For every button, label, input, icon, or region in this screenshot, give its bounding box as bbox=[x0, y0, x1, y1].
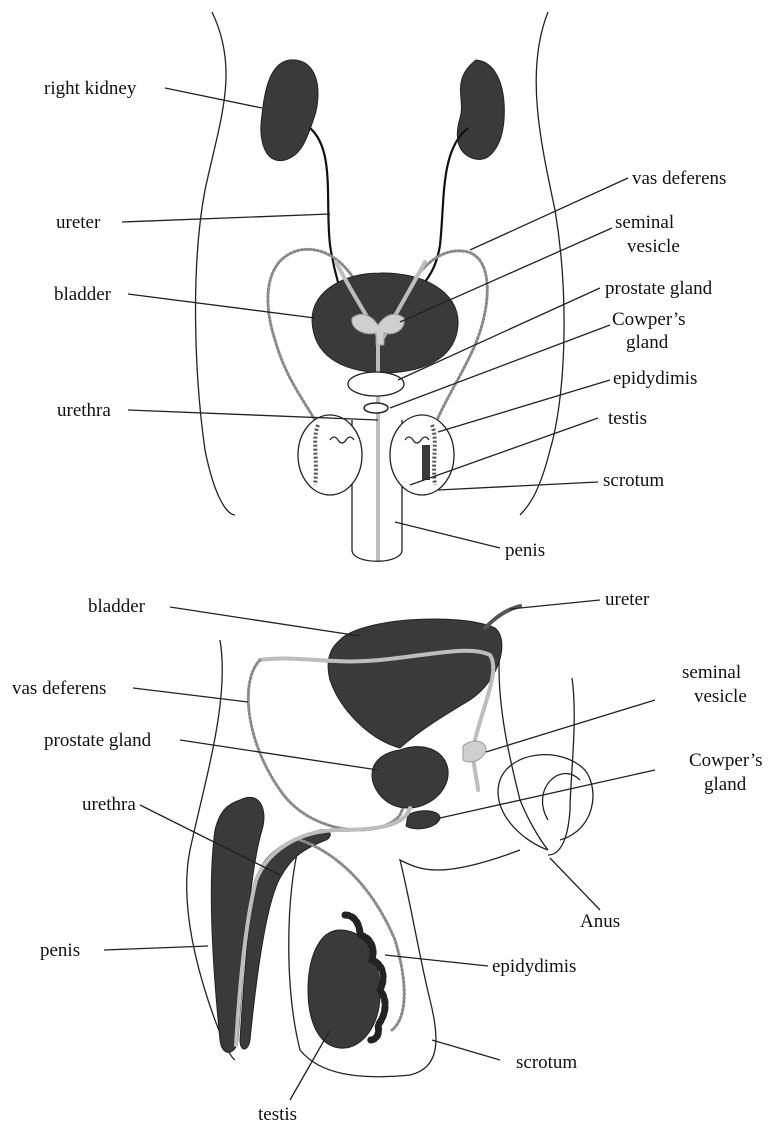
front-body-outline-left bbox=[196, 12, 235, 515]
leader-ureter bbox=[122, 214, 330, 222]
label-seminal-vesicle-1: seminal bbox=[615, 212, 674, 233]
label-side-scrotum: scrotum bbox=[516, 1052, 577, 1073]
label-cowpers-gland-2: gland bbox=[626, 332, 669, 353]
leader-side-vas-deferens bbox=[133, 688, 248, 702]
side-body-outline-back-right bbox=[548, 678, 574, 855]
label-side-cowpers-gland-1: Cowper’s bbox=[689, 750, 763, 771]
leader-side-seminal-vesicle bbox=[486, 700, 655, 752]
leader-right-kidney bbox=[165, 88, 262, 108]
leader-side-bladder bbox=[170, 607, 360, 636]
side-body-outline-back-upper bbox=[499, 645, 548, 850]
leader-side-ureter bbox=[510, 600, 600, 609]
side-cowpers-gland bbox=[406, 811, 440, 829]
label-side-testis: testis bbox=[258, 1104, 297, 1124]
label-side-bladder: bladder bbox=[88, 596, 146, 617]
front-prostate-gland bbox=[348, 372, 404, 396]
front-left-kidney bbox=[457, 60, 504, 159]
side-bladder bbox=[328, 619, 502, 748]
leader-bladder bbox=[128, 294, 315, 318]
front-ureter-left bbox=[425, 128, 468, 282]
side-ureter bbox=[485, 606, 520, 628]
leader-epidydimis bbox=[438, 380, 610, 432]
label-scrotum: scrotum bbox=[603, 470, 664, 491]
leader-scrotum bbox=[438, 482, 598, 490]
label-side-seminal-vesicle-2: vesicle bbox=[694, 686, 747, 707]
label-side-cowpers-gland-2: gland bbox=[704, 774, 747, 795]
label-right-kidney: right kidney bbox=[44, 78, 137, 99]
label-side-ureter: ureter bbox=[605, 589, 650, 610]
side-view: bladder ureter vas deferens seminal vesi… bbox=[12, 589, 763, 1124]
front-body-outline-right bbox=[520, 12, 564, 515]
leader-side-cowpers-gland bbox=[440, 770, 655, 818]
leader-penis bbox=[395, 522, 500, 548]
label-side-urethra: urethra bbox=[82, 794, 136, 815]
front-view: right kidney ureter bladder urethra vas … bbox=[44, 12, 726, 561]
label-bladder: bladder bbox=[54, 284, 112, 305]
side-prostate-gland bbox=[372, 747, 448, 808]
label-penis: penis bbox=[505, 540, 545, 561]
label-ureter: ureter bbox=[56, 212, 101, 233]
leader-side-anus bbox=[550, 858, 600, 910]
leader-seminal-vesicle bbox=[400, 228, 612, 322]
side-anus-arc bbox=[542, 774, 580, 820]
side-seminal-vesicle bbox=[463, 741, 486, 762]
leader-side-testis bbox=[290, 1030, 330, 1100]
label-testis: testis bbox=[608, 408, 647, 429]
label-epidydimis: epidydimis bbox=[613, 368, 697, 389]
label-side-vas-deferens: vas deferens bbox=[12, 678, 106, 699]
label-vas-deferens: vas deferens bbox=[632, 168, 726, 189]
leader-vas-deferens bbox=[470, 178, 628, 250]
leader-side-penis bbox=[104, 946, 208, 950]
front-cowpers-gland bbox=[364, 403, 388, 413]
label-seminal-vesicle-2: vesicle bbox=[627, 236, 680, 257]
label-side-epidydimis: epidydimis bbox=[492, 956, 576, 977]
label-side-prostate-gland: prostate gland bbox=[44, 730, 152, 751]
label-cowpers-gland-1: Cowper’s bbox=[612, 309, 686, 330]
label-prostate-gland: prostate gland bbox=[605, 278, 713, 299]
front-scrotum-left bbox=[298, 415, 362, 495]
front-right-kidney bbox=[261, 60, 318, 161]
front-testis-body bbox=[422, 445, 430, 480]
leader-urethra bbox=[128, 410, 378, 420]
leader-side-scrotum bbox=[432, 1040, 500, 1060]
label-side-anus: Anus bbox=[580, 911, 620, 932]
label-urethra: urethra bbox=[57, 400, 111, 421]
label-side-penis: penis bbox=[40, 940, 80, 961]
label-side-seminal-vesicle-1: seminal bbox=[682, 662, 741, 683]
